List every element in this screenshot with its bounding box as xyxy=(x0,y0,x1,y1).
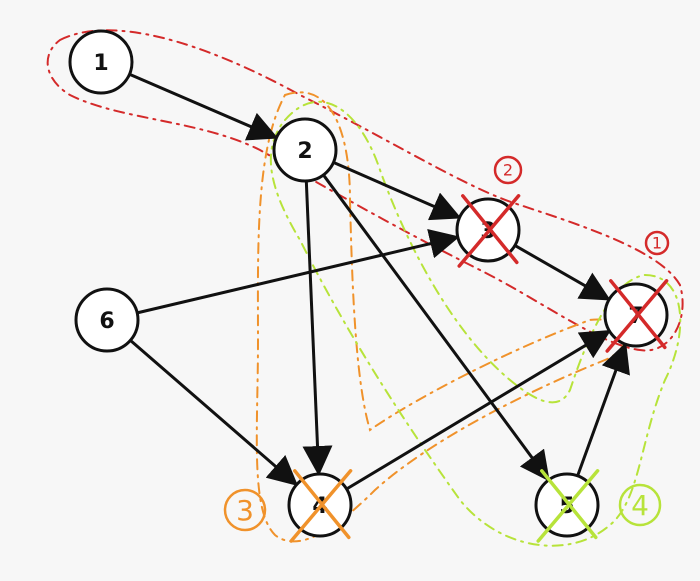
orange-group-outline xyxy=(255,91,626,543)
cross-mark-node-4 xyxy=(289,469,353,543)
annotations-layer: 1 2 3 4 xyxy=(223,155,670,532)
group-outlines xyxy=(46,29,684,547)
cross-mark-node-5 xyxy=(536,469,600,543)
edge-5-to-7 xyxy=(576,342,630,477)
node-circle xyxy=(272,117,338,183)
annotation-label: 4 xyxy=(631,489,649,522)
edge-3-to-7 xyxy=(514,244,611,301)
annotation-label: 3 xyxy=(236,494,254,527)
node-label: 6 xyxy=(99,309,114,334)
edge-6-to-3 xyxy=(136,228,460,315)
green-group-outline xyxy=(269,100,682,547)
edge-1-to-2 xyxy=(128,72,279,141)
cross-mark-node-3 xyxy=(457,194,521,268)
node-6[interactable]: 6 xyxy=(74,287,140,353)
edge-2-to-5 xyxy=(322,174,550,482)
node-2[interactable]: 2 xyxy=(272,117,338,183)
red-group-outline xyxy=(46,29,684,352)
node-1[interactable]: 1 xyxy=(68,29,134,95)
node-circle xyxy=(74,287,140,353)
annotation-3: 3 xyxy=(223,488,267,532)
node-label: 2 xyxy=(297,139,312,164)
annotation-2: 2 xyxy=(493,155,523,185)
cross-marks-layer xyxy=(289,194,669,543)
annotation-label: 1 xyxy=(652,234,662,253)
annotation-label: 2 xyxy=(503,161,513,180)
node-label: 1 xyxy=(93,51,108,76)
node-circle xyxy=(68,29,134,95)
edges-layer xyxy=(128,72,630,491)
edge-2-to-3 xyxy=(332,161,462,221)
edge-2-to-4 xyxy=(302,180,333,477)
edge-6-to-4 xyxy=(129,339,299,486)
annotation-4: 4 xyxy=(618,483,662,527)
cross-mark-node-7 xyxy=(605,279,669,353)
edge-4-to-7 xyxy=(345,329,612,491)
annotation-1: 1 xyxy=(644,230,670,256)
